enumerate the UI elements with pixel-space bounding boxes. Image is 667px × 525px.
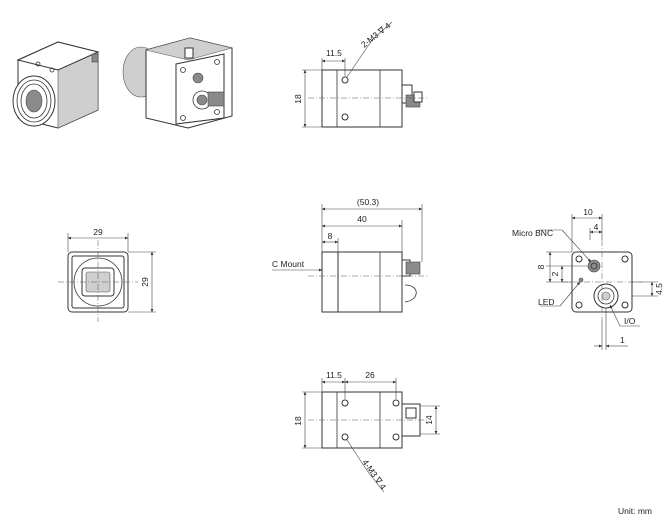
io-label: I/O — [624, 316, 636, 326]
bottom-14-label: 14 — [424, 415, 434, 425]
bottom-view: 11.5 26 18 14 4-M3 ∇ 4 — [293, 370, 440, 493]
top-width-label: 11.5 — [326, 48, 342, 58]
rear-dim-1-label: 1 — [620, 335, 625, 345]
side-body-label: 40 — [357, 214, 367, 224]
top-holes-label: 2-M3 ∇ 4 — [359, 20, 393, 49]
isometric-view-rear — [122, 37, 233, 129]
front-view: 29 29 — [58, 227, 156, 322]
c-mount-label: C Mount — [272, 259, 305, 269]
front-height-label: 29 — [140, 277, 150, 287]
bottom-width-label: 11.5 — [326, 370, 342, 380]
bottom-height-label: 18 — [293, 416, 303, 426]
led-label: LED — [538, 297, 555, 307]
side-mount-length-label: 8 — [328, 231, 333, 241]
front-width-label: 29 — [93, 227, 103, 237]
rear-dim-4-label: 4 — [594, 222, 599, 232]
rear-dim-8-label: 8 — [536, 264, 546, 269]
top-view: 11.5 18 2-M3 ∇ 4 — [293, 20, 428, 128]
isometric-view-front — [12, 41, 100, 129]
bottom-holes-label: 4-M3 ∇ 4 — [360, 457, 388, 491]
unit-label: Unit: mm — [618, 506, 652, 516]
bottom-26-label: 26 — [365, 370, 375, 380]
rear-dim-4-5-label: 4.5 — [654, 283, 664, 295]
side-overall-label: (50.3) — [357, 197, 379, 207]
micro-bnc-label: Micro BNC — [512, 228, 553, 238]
top-height-label: 18 — [293, 94, 303, 104]
rear-view: 10 4 Micro BNC 8 2 LED 4.5 I/O 1 — [512, 207, 664, 350]
side-view: (50.3) 40 8 C Mount — [272, 197, 428, 313]
rear-dim-10-label: 10 — [583, 207, 593, 217]
rear-dim-2-label: 2 — [550, 271, 560, 276]
